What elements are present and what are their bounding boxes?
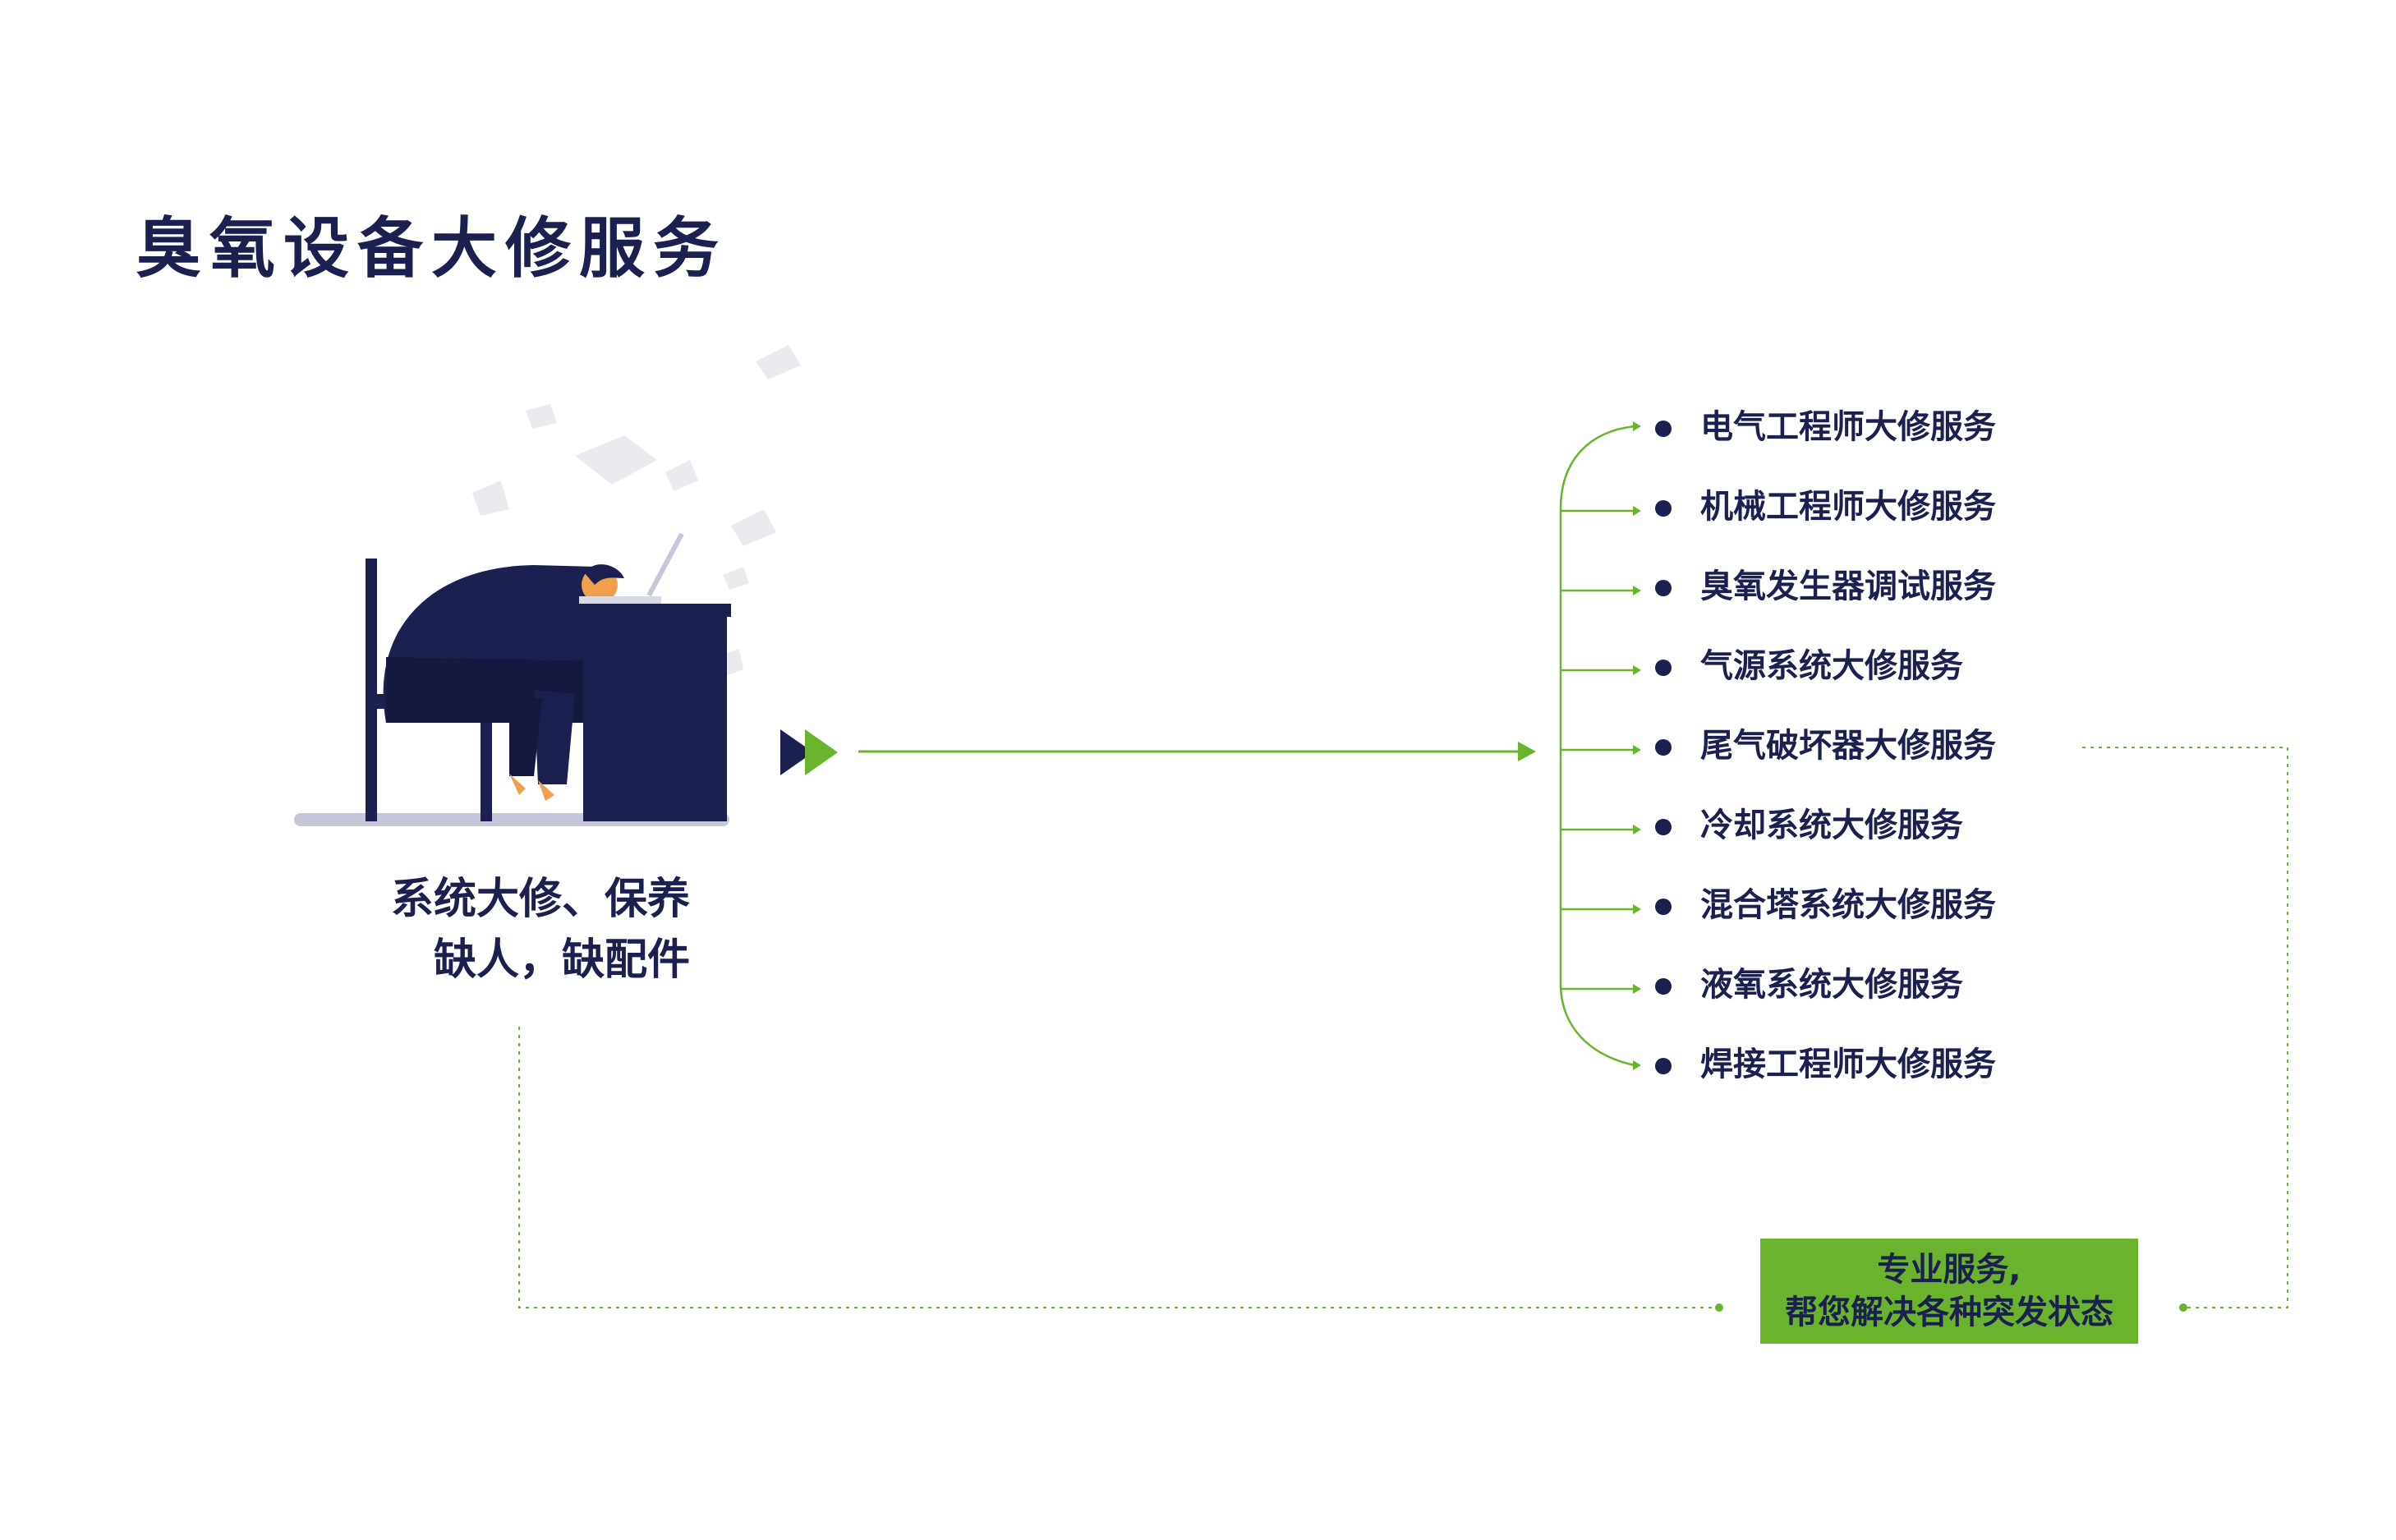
- cta-line-1: 专业服务,: [1877, 1251, 2021, 1289]
- feedback-loop-left: [518, 1027, 1717, 1308]
- cta-line-2: 帮您解决各种突发状态: [1785, 1294, 2113, 1331]
- problem-line-2: 缺人，缺配件: [433, 935, 690, 985]
- service-item: 混合塔系统大修服务: [1655, 880, 1996, 960]
- service-list: 电气工程师大修服务 机械工程师大修服务 臭氧发生器调试服务 气源系统大修服务 尾…: [1655, 402, 1996, 1119]
- service-item: 臭氧发生器调试服务: [1655, 562, 1996, 641]
- service-item: 气源系统大修服务: [1655, 641, 1996, 721]
- loop-end-markers: [1715, 1303, 2187, 1312]
- service-item: 机械工程师大修服务: [1655, 482, 1996, 562]
- professional-service-box: 专业服务, 帮您解决各种突发状态: [1760, 1239, 2138, 1344]
- service-item: 液氧系统大修服务: [1655, 960, 1996, 1040]
- main-flow-arrow: [858, 742, 1536, 761]
- sleeping-worker-at-desk-icon: [294, 532, 731, 826]
- page-title: 臭氧设备大修服务: [136, 210, 727, 287]
- service-item: 冷却系统大修服务: [1655, 801, 1996, 880]
- branch-arrowheads: [1633, 421, 1641, 1070]
- problem-line-1: 系统大修、保养: [390, 875, 690, 924]
- service-item: 电气工程师大修服务: [1655, 402, 1996, 482]
- feedback-loop-right: [2082, 747, 2288, 1308]
- service-branch-connector: [1559, 425, 1635, 1067]
- problem-caption: 系统大修、保养 缺人，缺配件: [271, 869, 690, 991]
- double-chevron-right-icon: [780, 729, 838, 775]
- service-item: 焊接工程师大修服务: [1655, 1040, 1996, 1119]
- service-item: 尾气破坏器大修服务: [1655, 721, 1996, 801]
